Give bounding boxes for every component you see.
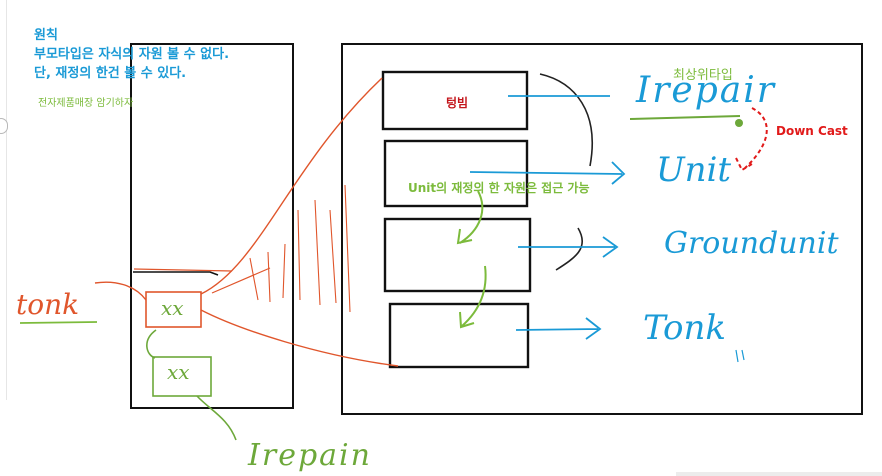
memory-column <box>130 43 294 409</box>
box-irepair <box>381 70 529 131</box>
stack-green-link <box>146 329 237 441</box>
xx-label-1: xx <box>161 296 184 320</box>
green-arrow-1 <box>456 190 484 245</box>
arrow-to-unit <box>469 161 626 185</box>
memo-note: 전자제품매장 암기하자 <box>38 98 134 109</box>
box-groundunit <box>383 217 532 293</box>
type-groundunit: Groundunit <box>664 226 839 261</box>
box-unit <box>383 139 529 208</box>
top-type-caption: 최상위타입 <box>673 68 733 83</box>
stack-label-irepain: Irepain <box>248 438 372 473</box>
red-ticks <box>249 184 351 313</box>
downcast-dot <box>735 119 743 127</box>
hierarchy-frame <box>341 43 863 415</box>
irepair-underline <box>629 115 741 120</box>
xx-box-red <box>145 291 202 328</box>
left-edge <box>0 0 7 400</box>
red-line-mid <box>211 267 271 294</box>
xx-box-green <box>152 356 212 397</box>
type-irepair: Irepair <box>636 70 776 111</box>
tonk-underline <box>19 321 98 324</box>
downcast-label: Down Cast <box>776 124 848 138</box>
principle-line-2: 단, 재정의 한건 볼 수 있다. <box>34 66 187 81</box>
xx-label-2: xx <box>167 360 190 384</box>
red-line-bottom <box>200 309 399 367</box>
bottom-bar <box>676 472 882 476</box>
unit-note: Unit의 재정의 한 자원은 접근 가능 <box>408 181 590 195</box>
principle-title: 원칙 <box>34 28 58 43</box>
memory-divider <box>133 271 219 276</box>
type-tonk: Tonk <box>643 308 727 348</box>
black-curve-top <box>539 73 593 167</box>
black-curve-bottom <box>555 227 584 271</box>
memory-divider-red <box>133 268 233 272</box>
red-line-top <box>200 77 383 295</box>
stack-label-tonk: tonk <box>16 288 80 321</box>
tonk-tail <box>735 349 745 363</box>
arrow-to-tonk <box>515 317 602 340</box>
green-arrow-2 <box>459 265 487 329</box>
type-unit: Unit <box>656 150 732 190</box>
box-label-empty: 텅빔 <box>446 96 469 110</box>
downcast-arrow <box>735 107 768 172</box>
box-tonk <box>388 302 530 369</box>
principle-line-1: 부모타입은 자식의 자원 볼 수 없다. <box>34 47 230 62</box>
tonk-to-xx <box>94 281 147 301</box>
arrow-to-groundunit <box>518 236 619 258</box>
